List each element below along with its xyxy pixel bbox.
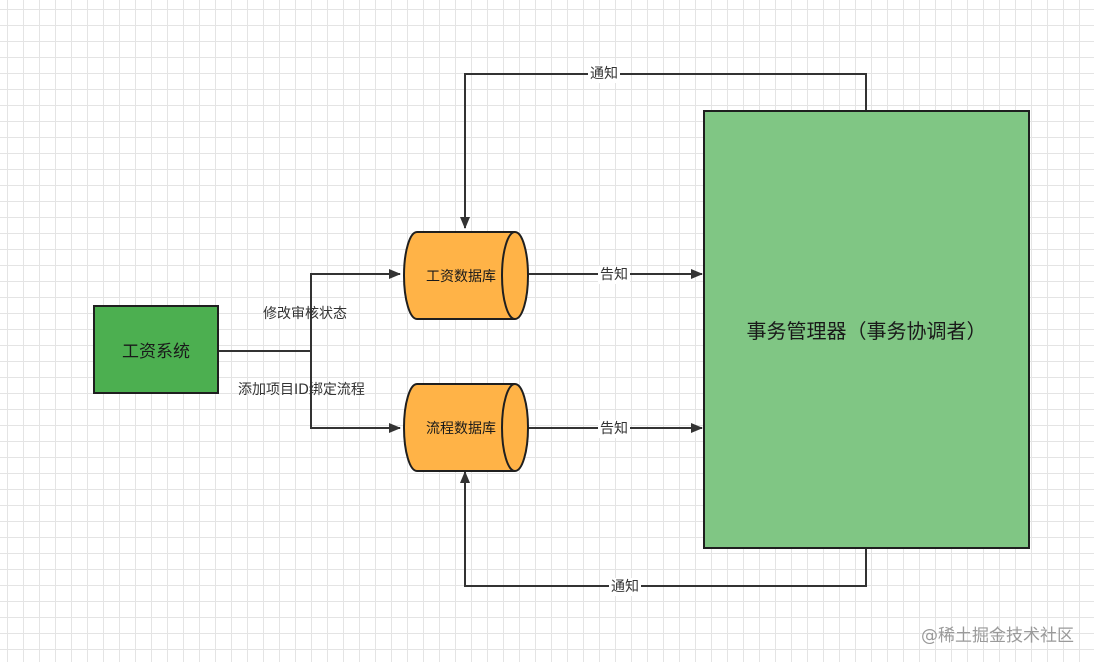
edge-add-project-id [310,351,401,433]
process-db-cylinder[interactable] [403,383,529,472]
payroll-db-label: 工资数据库 [426,268,496,285]
transaction-manager-box[interactable] [703,110,1030,549]
payroll-system-label: 工资系统 [122,342,190,362]
edge-label-add-project-id: 添加项目ID绑定流程 [238,382,365,398]
edge-notify-bottom [460,471,867,587]
edge-label-inform-top: 告知 [598,266,630,284]
payroll-db-cylinder[interactable] [403,231,529,320]
payroll-system-box[interactable] [93,305,219,394]
edge-label-inform-bottom: 告知 [598,420,630,438]
edge-label-notify-top: 通知 [588,65,620,83]
edge-label-notify-bottom: 通知 [609,578,641,596]
edge-label-modify-audit-status: 修改审核状态 [263,306,347,322]
watermark: @稀土掘金技术社区 [921,626,1074,646]
edge-modify-audit-status [310,269,401,351]
edge-notify-top [460,73,867,229]
process-db-label: 流程数据库 [426,420,496,437]
transaction-manager-label: 事务管理器（事务协调者） [746,319,987,343]
